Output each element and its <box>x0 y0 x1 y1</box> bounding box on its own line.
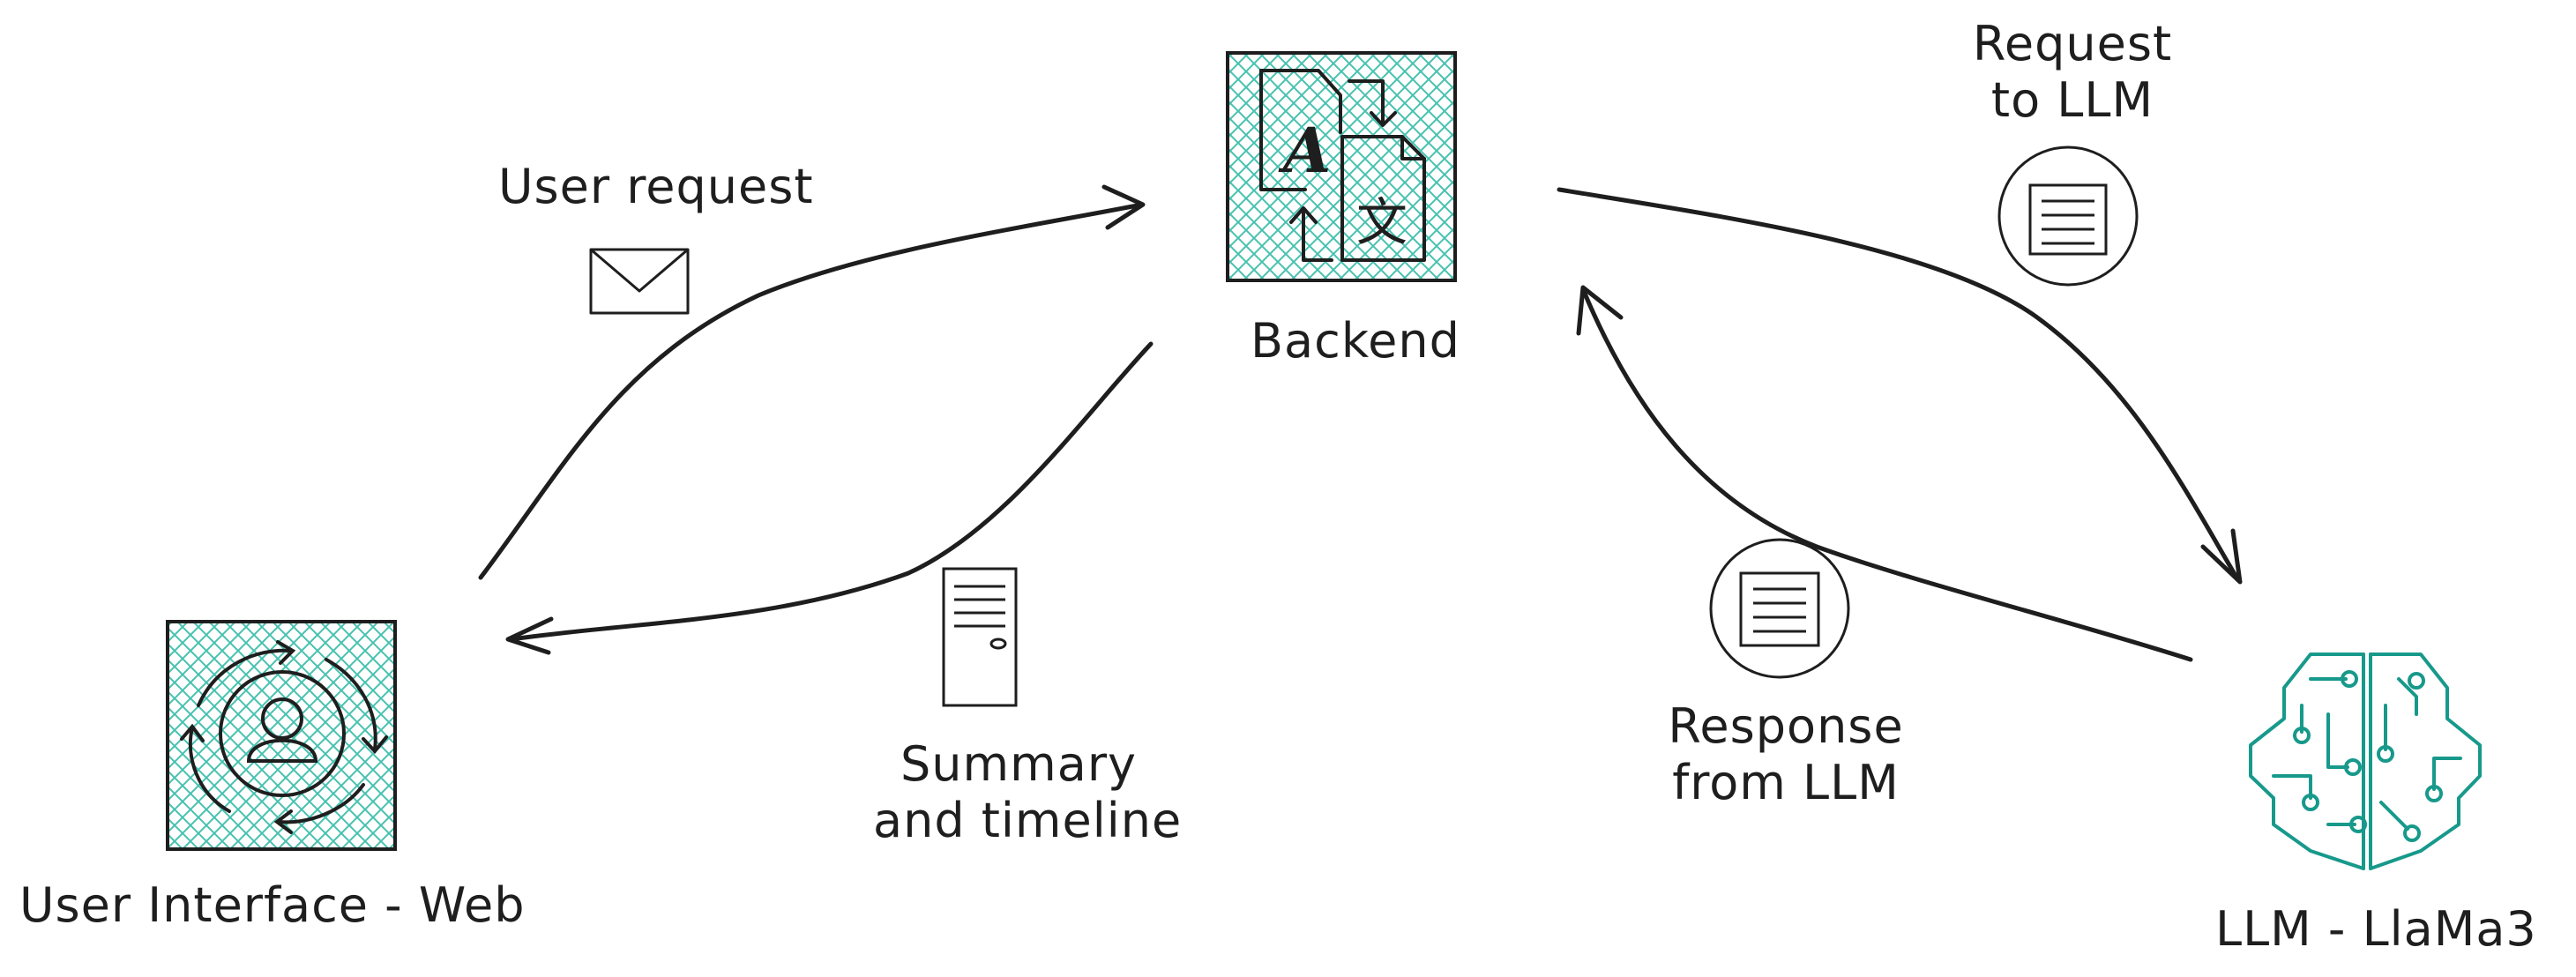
response-from-llm-label: Response from LLM <box>1654 698 1918 811</box>
brain-circuit-icon <box>2249 653 2482 870</box>
node-backend: A 文 <box>1226 51 1457 282</box>
server-tower-icon <box>942 567 1018 707</box>
node-ui-web <box>166 620 397 851</box>
response-from-llm-label-line2: from LLM <box>1672 755 1900 810</box>
document-circle-icon <box>1709 538 1850 679</box>
llm-label: LLM - LlaMa3 <box>2215 901 2537 957</box>
request-to-llm-label: Request to LLM <box>1953 16 2191 129</box>
node-llm <box>2249 653 2482 870</box>
request-to-llm-label-line1: Request <box>1972 16 2173 71</box>
ui-web-label: User Interface - Web <box>19 877 526 933</box>
svg-text:A: A <box>1278 114 1331 187</box>
backend-label: Backend <box>1251 313 1460 369</box>
request-to-llm-label-line2: to LLM <box>1990 72 2154 128</box>
summary-timeline-label-line1: Summary <box>900 736 1137 792</box>
edge-request-to-llm <box>1557 187 2243 585</box>
summary-timeline-label: Summary and timeline <box>873 736 1183 849</box>
svg-text:文: 文 <box>1356 192 1407 252</box>
document-circle-icon <box>1997 145 2139 287</box>
edge-response-from-llm <box>1576 285 2193 662</box>
summary-timeline-label-line2: and timeline <box>873 793 1183 848</box>
user-request-label: User request <box>498 159 814 214</box>
edge-user-request <box>478 184 1146 580</box>
response-from-llm-label-line1: Response <box>1668 698 1904 754</box>
edge-summary-timeline <box>505 341 1154 655</box>
user-circle-refresh-icon <box>180 640 388 834</box>
translate-documents-icon: A 文 <box>1259 69 1426 262</box>
envelope-icon <box>589 248 690 315</box>
